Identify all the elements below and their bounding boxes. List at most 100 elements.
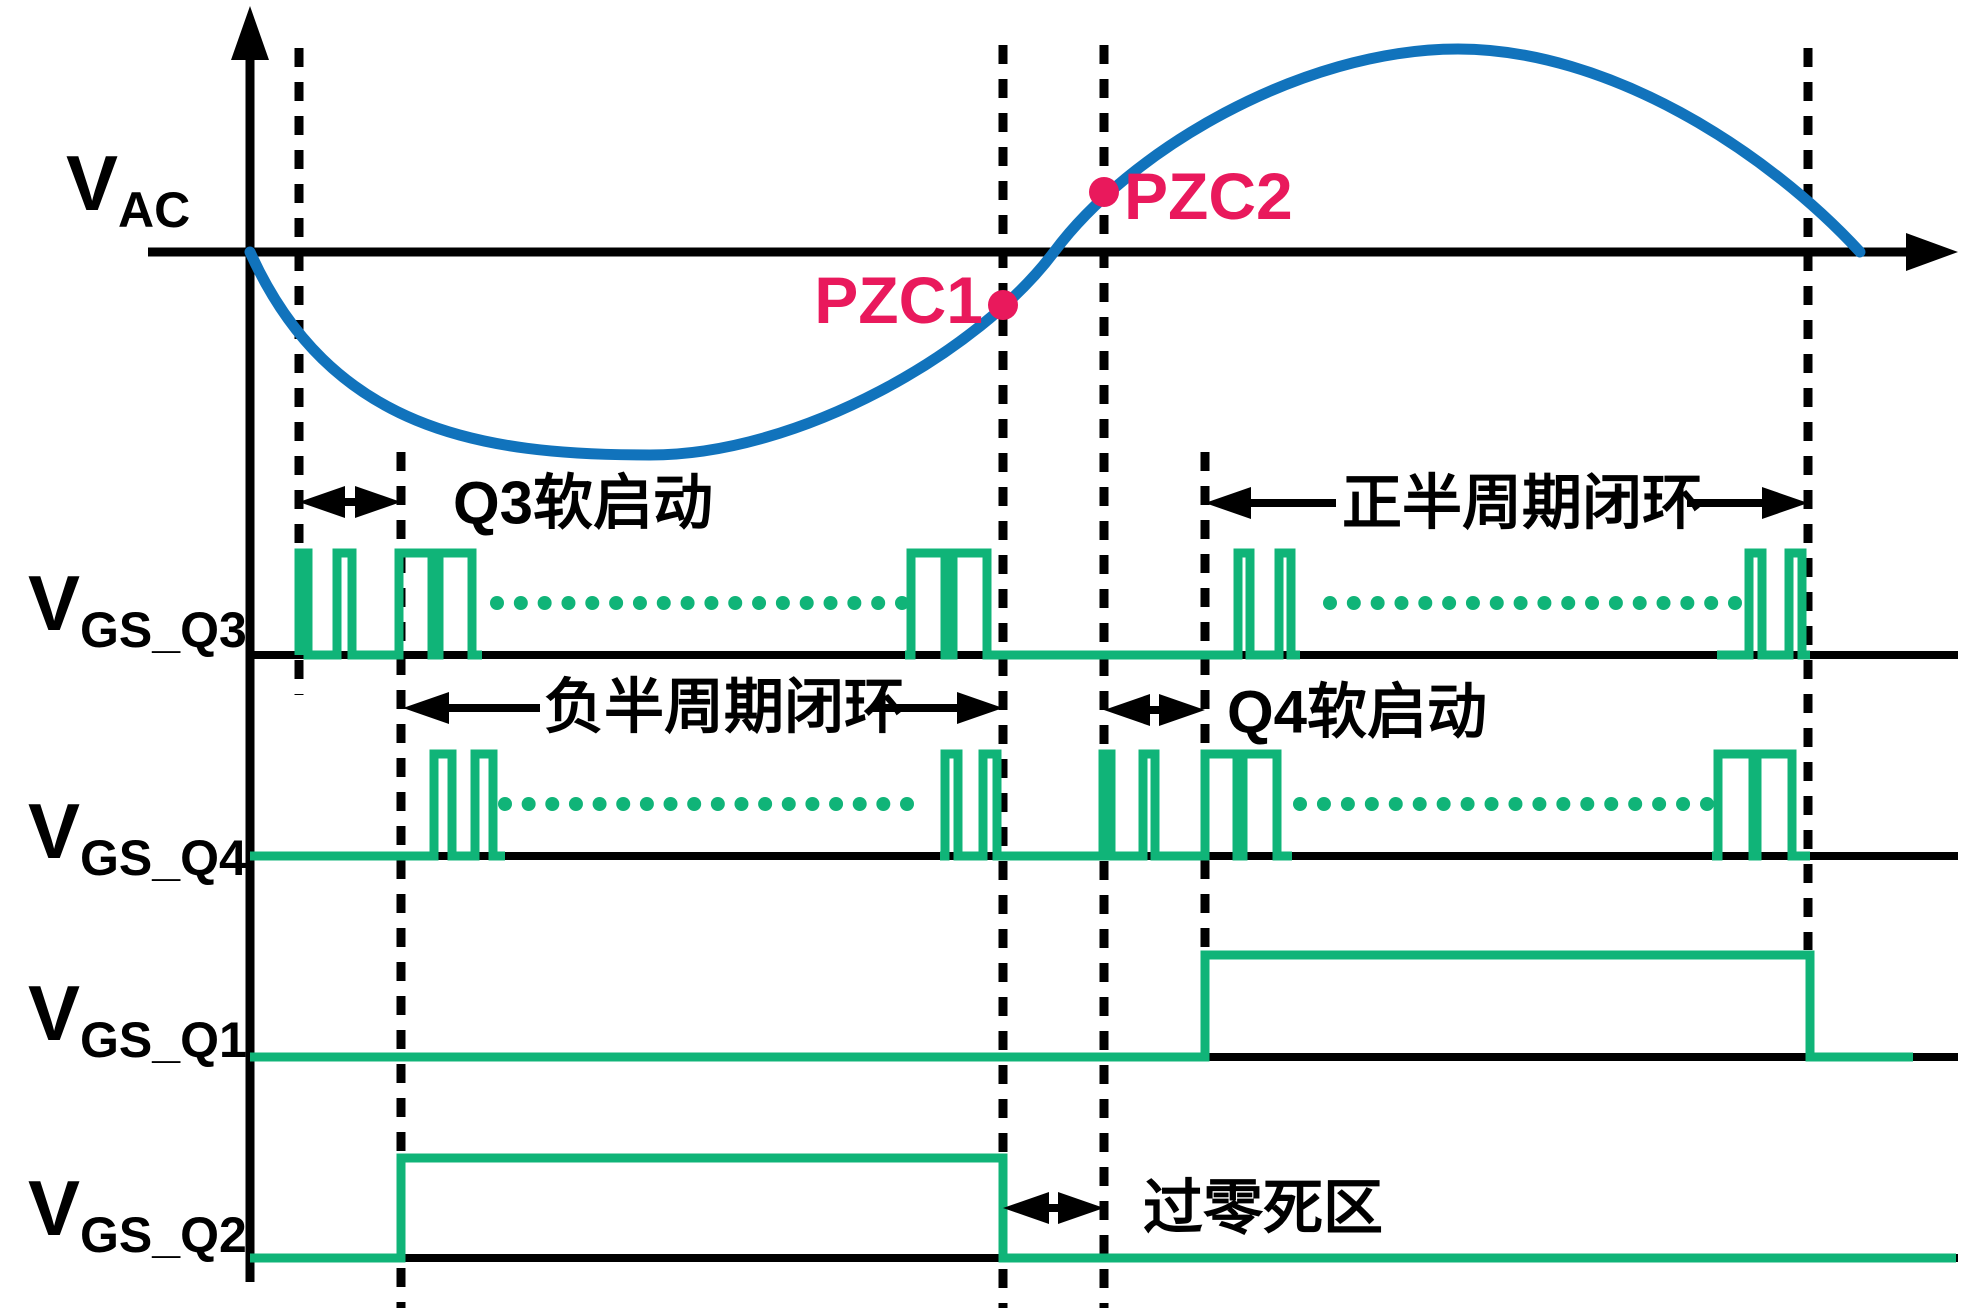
q1-waveform-group <box>250 950 1913 1062</box>
annotation-arrow-pos-loop-right <box>1687 487 1808 519</box>
q3-dot <box>1656 596 1671 610</box>
q3-dot <box>490 596 504 610</box>
q3-dot <box>1704 596 1719 610</box>
q3-dot <box>1465 596 1480 610</box>
q4-dot <box>1316 797 1331 811</box>
q3-dot <box>513 596 528 610</box>
q4-dot <box>1460 797 1475 811</box>
q3-dot <box>1418 596 1433 610</box>
q4-dot <box>852 797 867 811</box>
q3-dot <box>871 596 886 610</box>
q4-dot <box>1340 797 1355 811</box>
q3-dot <box>1513 596 1528 610</box>
q3-dot <box>1728 596 1742 610</box>
q2-waveform-group <box>250 1153 1956 1263</box>
q3-soft-start-span-arrowhead-right <box>355 486 401 518</box>
q3-dot <box>799 596 814 610</box>
vac-x-axis-arrowhead <box>1906 233 1958 271</box>
q4-dot <box>521 797 536 811</box>
q4-soft-start-span-arrowhead-right <box>1159 694 1205 726</box>
q3-soft-start-span-arrowhead-left <box>299 486 345 518</box>
neg-loop-right-arrowhead-right <box>957 692 1003 724</box>
q3-dot <box>609 596 624 610</box>
q3-dot <box>1585 596 1600 610</box>
q4-dot <box>1604 797 1619 811</box>
q1-signal-label-main: V <box>28 969 80 1057</box>
annotation-label-q3-soft-start: Q3软启动 <box>453 470 713 537</box>
q3-dot <box>704 596 719 610</box>
q4-dot <box>1580 797 1595 811</box>
neg-loop-left-arrowhead-left <box>403 692 449 724</box>
vac-y-axis-arrowhead <box>231 6 269 60</box>
annotation-arrow-neg-loop-right <box>872 692 1003 724</box>
q4-dot <box>1508 797 1523 811</box>
q3-dot <box>1680 596 1695 610</box>
annotation-arrow-pos-loop-left <box>1205 487 1336 519</box>
q1-waveform-run-0 <box>250 950 1913 1062</box>
q3-signal-label: VGS_Q3 <box>28 559 247 658</box>
q4-dot <box>1652 797 1667 811</box>
q4-dot <box>1556 797 1571 811</box>
q3-dot <box>656 596 671 610</box>
q2-signal-label: VGS_Q2 <box>28 1164 247 1263</box>
annotation-arrow-neg-loop-left <box>403 692 540 724</box>
q3-waveform-group <box>294 548 1810 660</box>
q4-dot <box>1436 797 1451 811</box>
q4-dot <box>710 797 725 811</box>
q3-dot <box>1537 596 1552 610</box>
annotation-label-q4-soft-start: Q4软启动 <box>1227 679 1487 746</box>
deadzone-span-arrowhead-right <box>1058 1192 1104 1224</box>
deadzone-span-arrowhead-left <box>1003 1192 1049 1224</box>
q4-continuation-dots <box>498 797 1714 811</box>
annotation-arrow-q3-soft-start-span <box>299 486 401 518</box>
q4-dot <box>829 797 844 811</box>
q1-signal-label-sub: GS_Q1 <box>80 1012 247 1068</box>
annotation-label-pos-half-loop: 正半周期闭环 <box>1342 470 1702 537</box>
q3-dot <box>775 596 790 610</box>
q4-dot <box>498 797 512 811</box>
q4-signal-label-main: V <box>28 787 80 875</box>
vac-axis-label-sub: AC <box>118 182 190 238</box>
q4-dot <box>1628 797 1643 811</box>
annotation-label-zero-cross-deadzone: 过零死区 <box>1143 1175 1383 1242</box>
q4-dot <box>616 797 631 811</box>
q3-dot <box>1608 596 1623 610</box>
q3-dot <box>752 596 767 610</box>
q4-dot <box>663 797 678 811</box>
q4-dot <box>1700 797 1714 811</box>
q3-waveform-run-1 <box>905 548 1300 660</box>
q4-dot <box>687 797 702 811</box>
q3-dot <box>1323 596 1337 610</box>
q4-waveform-run-1 <box>940 749 1292 861</box>
q2-signal-label-main: V <box>28 1164 80 1252</box>
q4-waveform-run-0 <box>250 749 505 861</box>
q3-dot <box>823 596 838 610</box>
q3-dot <box>561 596 576 610</box>
q3-dot <box>680 596 695 610</box>
pzc2-dot <box>1089 177 1119 207</box>
annotation-label-neg-half-loop: 负半周期闭环 <box>544 674 904 741</box>
q3-dot <box>895 596 909 610</box>
q3-dot <box>1561 596 1576 610</box>
q4-dot <box>1412 797 1427 811</box>
q4-dot <box>876 797 891 811</box>
q3-dot <box>585 596 600 610</box>
q4-dot <box>1484 797 1499 811</box>
q3-dot <box>1370 596 1385 610</box>
q3-dot <box>728 596 743 610</box>
pzc1-label: PZC1 <box>814 263 983 337</box>
q4-dot <box>781 797 796 811</box>
q3-signal-label-sub: GS_Q3 <box>80 602 247 658</box>
q4-dot <box>1388 797 1403 811</box>
q3-dot <box>847 596 862 610</box>
pos-loop-right-arrowhead-right <box>1762 487 1808 519</box>
q3-signal-label-main: V <box>28 559 80 647</box>
q3-continuation-dots <box>490 596 1742 610</box>
q4-soft-start-span-arrowhead-left <box>1104 694 1150 726</box>
q3-dot <box>632 596 647 610</box>
pzc2-label: PZC2 <box>1124 159 1293 233</box>
q4-dot <box>639 797 654 811</box>
q4-signal-label: VGS_Q4 <box>28 787 247 886</box>
